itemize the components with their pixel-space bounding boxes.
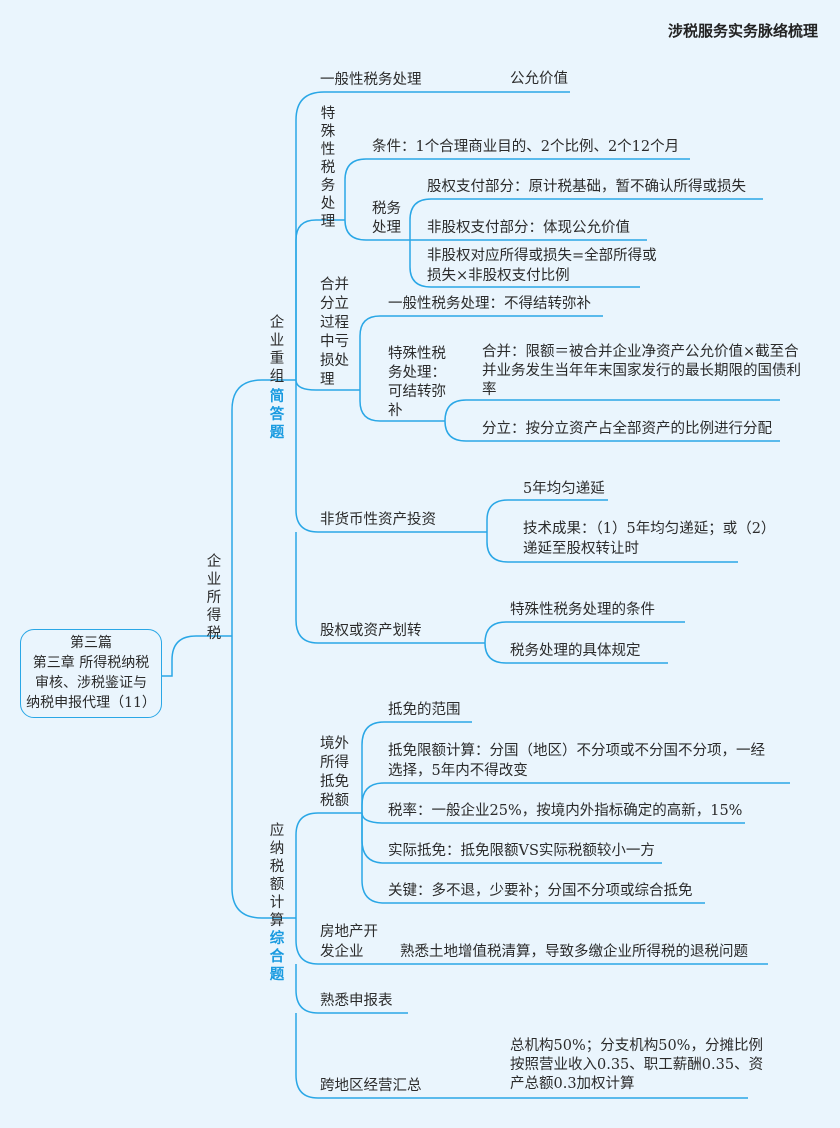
root-line: 第三章 所得税纳税: [32, 655, 150, 671]
connector: [486, 532, 738, 563]
connector: [295, 918, 768, 965]
connector: [295, 380, 487, 533]
reorg-nonmonetary-label: 非货币性资产投资: [320, 512, 436, 528]
connector: [295, 219, 345, 380]
root-line: 纳税申报代理（11）: [26, 695, 156, 711]
taxcalc-label: 应纳税额计算: [269, 823, 285, 929]
root-line: 第三篇: [70, 635, 112, 651]
reorg-transfer-label: 股权或资产划转: [320, 623, 422, 639]
connector: [486, 499, 608, 532]
reorg-nonmonetary-item: 技术成果：（1）5年均匀递延；或（2）递延至股权转让时: [523, 521, 769, 557]
connector: [344, 219, 410, 241]
reorg-loss-special-item: 分立：按分立资产占全部资产的比例进行分配: [482, 421, 772, 437]
reorg-special-label: 特殊性税务处理: [320, 106, 336, 230]
root-node: 第三篇 第三章 所得税纳税 审核、涉税鉴证与 纳税申报代理（11）: [20, 629, 162, 718]
taxcalc-foreign-label: 境外所得抵免税额: [320, 736, 349, 809]
taxcalc-tag: 综合题: [269, 931, 285, 983]
taxcalc-foreign-item: 抵免限额计算：分国（地区）不分项或不分国不分项，一经选择，5年内不得改变: [388, 743, 765, 779]
connector: [361, 721, 472, 813]
connector: [444, 399, 780, 422]
connector: [344, 158, 690, 220]
trunk-label: 企业所得税: [206, 554, 222, 642]
root-line: 审核、涉税鉴证与: [35, 675, 147, 691]
connector: [484, 621, 685, 644]
connector: [359, 315, 603, 390]
connector: [409, 240, 640, 288]
connector: [359, 390, 445, 422]
taxcalc-forms-label: 熟悉申报表: [320, 993, 393, 1009]
reorg-nonmonetary-item: 5年均匀递延: [523, 481, 605, 497]
connector: [162, 635, 232, 677]
reorg-loss-label: 合并分立过程中亏损处理: [320, 277, 349, 388]
taxcalc-foreign-item: 抵免的范围: [388, 702, 461, 718]
connector: [295, 91, 570, 380]
connector: [444, 420, 780, 442]
reorg-general-label: 一般性税务处理: [320, 72, 422, 88]
connector: [231, 636, 296, 919]
reorg-special-tax-item: 非股权支付部分：体现公允价值: [427, 220, 630, 236]
reorg-label: 企业重组: [269, 315, 285, 385]
reorg-loss-special-item: 合并：限额＝被合并企业净资产公允价值×截至合并业务发生当年年末国家发行的最长期限…: [482, 344, 801, 398]
connector: [295, 812, 362, 918]
reorg-transfer-item: 特殊性税务处理的条件: [510, 602, 655, 618]
reorg-special-tax-item: 非股权对应所得或损失=全部所得或损失×非股权支付比例: [427, 248, 657, 284]
connector: [361, 813, 705, 904]
reorg-transfer-item: 税务处理的具体规定: [510, 643, 641, 659]
taxcalc-foreign-item: 税率：一般企业25%，按境内外指标确定的高新，15%: [388, 803, 743, 819]
reorg-special-tax-item: 股权支付部分：原计税基础，暂不确认所得或损失: [427, 179, 746, 195]
connector: [295, 1013, 748, 1099]
connector: [361, 782, 790, 813]
taxcalc-realestate-value: 熟悉土地增值税清算，导致多缴企业所得税的退税问题: [400, 944, 748, 960]
connector: [484, 642, 668, 664]
taxcalc-foreign-item: 实际抵免：抵免限额VS实际税额较小一方: [388, 843, 655, 859]
reorg-loss-special-label: 特殊性税务处理：可结转弥补: [388, 346, 446, 419]
connector: [409, 198, 763, 240]
reorg-special-tax-label: 税务处理: [372, 201, 401, 236]
reorg-general-value: 公允价值: [510, 71, 568, 87]
reorg-special-condition: 条件：1个合理商业目的、2个比例、2个12个月: [372, 139, 680, 155]
connector: [295, 532, 485, 644]
taxcalc-foreign-item: 关键：多不退，少要补；分国不分项或综合抵免: [388, 883, 693, 899]
connector: [295, 964, 408, 1014]
taxcalc-crossregion-value: 总机构50%；分支机构50%，分摊比例按照营业收入0.35、职工薪酬0.35、资…: [510, 1038, 764, 1092]
taxcalc-realestate-label: 房地产开发企业: [320, 924, 378, 960]
reorg-loss-general: 一般性税务处理：不得结转弥补: [388, 296, 591, 312]
taxcalc-crossregion-label: 跨地区经营汇总: [320, 1078, 422, 1094]
reorg-tag: 简答题: [269, 389, 285, 441]
connector: [231, 379, 296, 636]
header-title: 涉税服务实务脉络梳理: [667, 22, 818, 40]
